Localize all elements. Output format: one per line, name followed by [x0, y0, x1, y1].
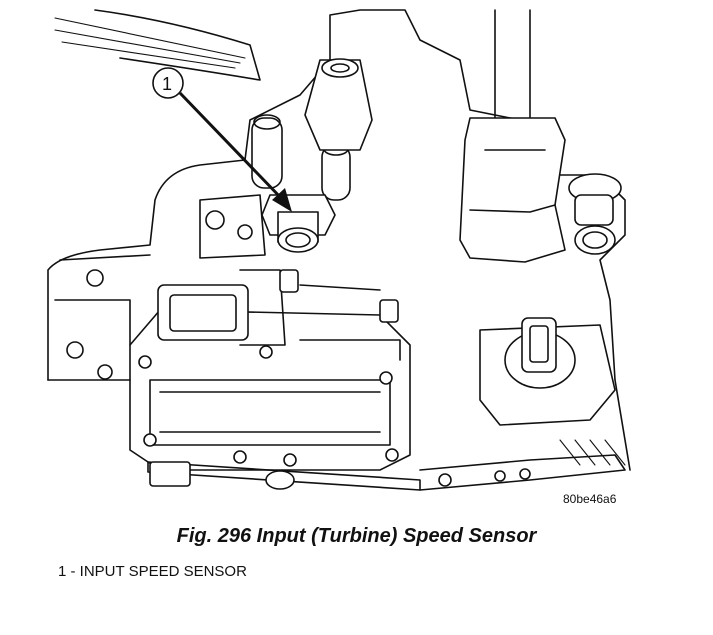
legend-item: 1 - INPUT SPEED SENSOR — [58, 563, 247, 580]
electrical-connector — [479, 317, 616, 426]
shaft-tube — [494, 9, 531, 126]
diagram-illustration: 1 — [47, 9, 631, 506]
callout-1: 1 — [152, 67, 292, 212]
valve-body-module — [129, 269, 411, 471]
bracket-detail — [469, 149, 556, 213]
shaft-bracket — [459, 117, 566, 263]
casting-upper-left — [94, 9, 261, 81]
input-speed-sensor — [261, 194, 336, 253]
left-housing-detail — [47, 194, 266, 381]
upper-fittings — [251, 58, 373, 201]
module-bolts — [279, 269, 401, 361]
figure-caption: Fig. 296 Input (Turbine) Speed Sensor — [176, 525, 537, 547]
transmission-drawing: 1 — [47, 9, 631, 506]
right-fitting — [568, 173, 622, 255]
lower-rail — [147, 439, 626, 491]
rod-upper-left — [54, 17, 246, 69]
image-code: 80be46a6 — [563, 492, 617, 506]
callout-number: 1 — [162, 74, 172, 94]
